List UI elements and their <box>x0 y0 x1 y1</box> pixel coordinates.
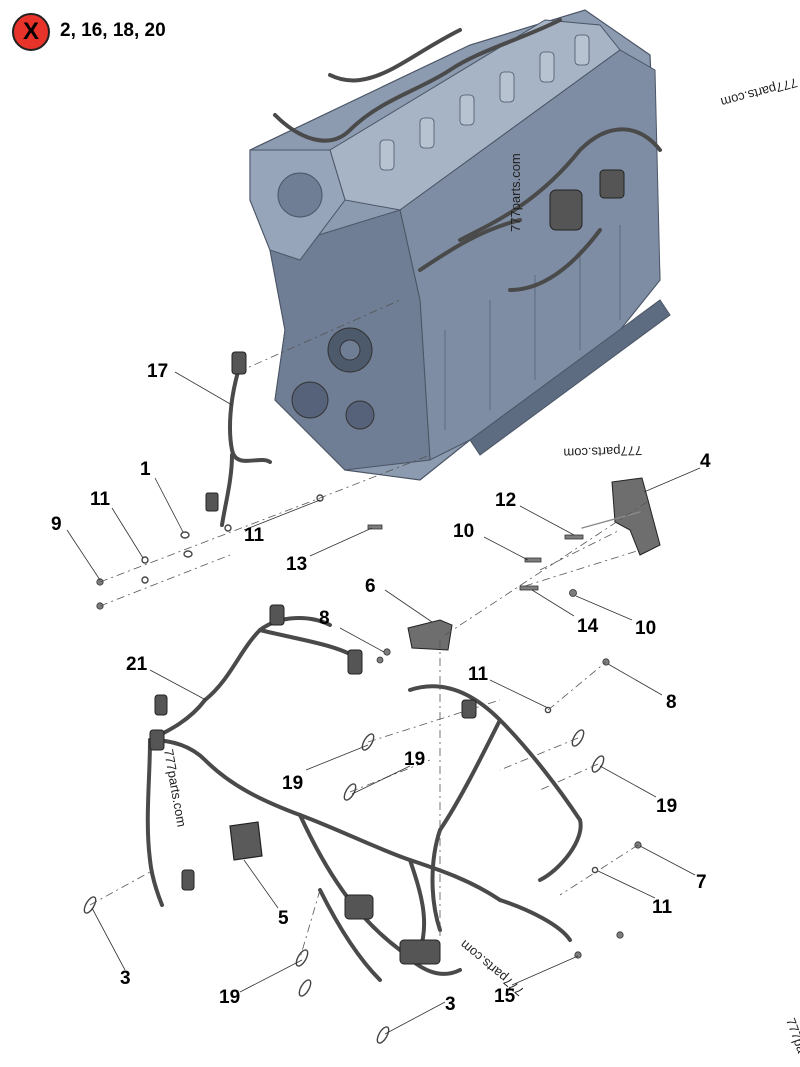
not-shown-badge: X <box>12 13 50 51</box>
small-hardware <box>83 494 642 1044</box>
callout-19: 19 <box>404 749 425 770</box>
callout-11: 11 <box>244 525 265 546</box>
callout-3: 3 <box>445 994 456 1015</box>
callout-11: 11 <box>652 897 673 918</box>
callout-9: 9 <box>51 514 62 535</box>
callout-7: 7 <box>696 872 707 893</box>
main-wiring-harness-21 <box>145 604 583 982</box>
bracket-6 <box>407 619 453 651</box>
callout-8: 8 <box>319 608 330 629</box>
callout-8: 8 <box>666 692 677 713</box>
callout-19: 19 <box>656 796 677 817</box>
callout-labels: 17 1 11 9 11 13 4 12 10 6 14 10 8 21 11 … <box>51 361 711 1015</box>
engine-top-harness <box>273 18 662 292</box>
callout-6: 6 <box>365 576 376 597</box>
callout-15: 15 <box>494 986 516 1007</box>
callout-10: 10 <box>453 521 474 542</box>
watermark-1: 777parts.com <box>719 75 799 110</box>
callout-3: 3 <box>120 968 131 989</box>
callout-10: 10 <box>635 618 656 639</box>
callout-19: 19 <box>219 987 240 1008</box>
watermark-4: 777parts.com <box>161 748 189 828</box>
callout-12: 12 <box>495 490 516 511</box>
callout-17: 17 <box>147 361 168 382</box>
callout-4: 4 <box>700 451 711 472</box>
callout-5: 5 <box>278 908 289 929</box>
watermark-5: 777parts.com <box>457 937 527 999</box>
watermark-3: 777parts.com <box>563 443 642 461</box>
not-shown-parts-list: 2, 16, 18, 20 <box>60 20 166 41</box>
watermark-6: 777pa <box>783 1016 800 1056</box>
assembly-centerlines <box>89 299 651 959</box>
callout-19: 19 <box>282 773 303 794</box>
callout-14: 14 <box>577 616 599 637</box>
control-module-5 <box>229 821 263 861</box>
callout-21: 21 <box>126 654 148 675</box>
watermark-2: 777parts.com <box>508 153 523 232</box>
not-shown-badge-symbol: X <box>22 18 39 45</box>
sensor-harness-17 <box>205 351 272 527</box>
engine-block <box>249 9 671 481</box>
callout-11: 11 <box>90 489 111 510</box>
bracket-4 <box>581 477 661 556</box>
callout-13: 13 <box>286 554 307 575</box>
callout-1: 1 <box>140 459 151 480</box>
callout-11: 11 <box>468 664 489 685</box>
leader-lines <box>66 371 701 1035</box>
